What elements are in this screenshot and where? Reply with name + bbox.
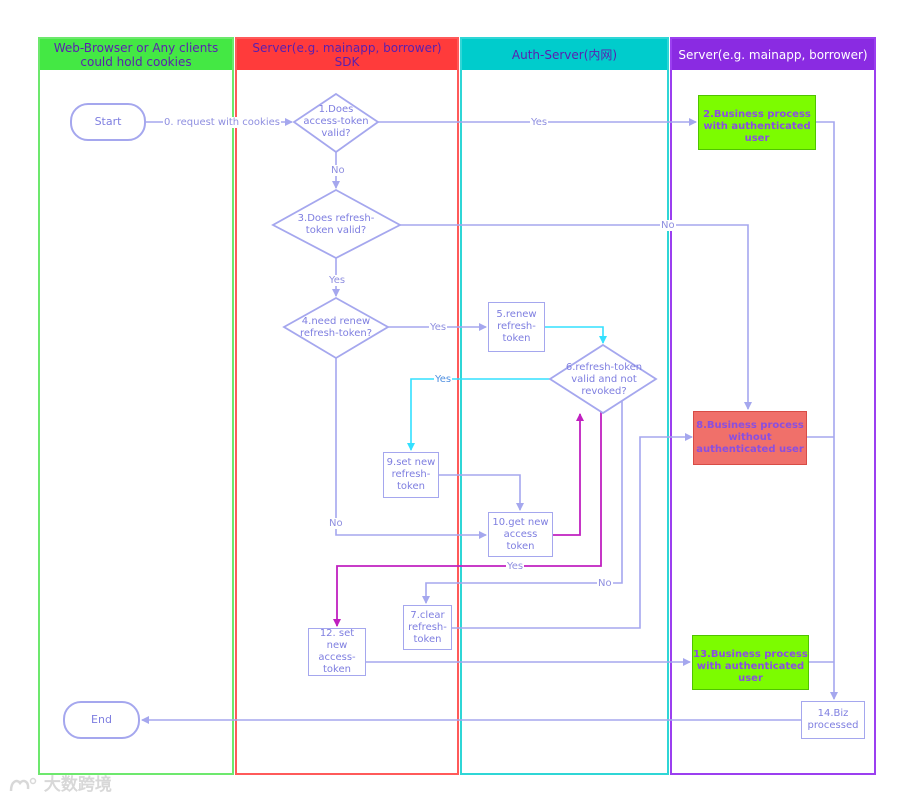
edge-p2-p14 — [816, 121, 838, 700]
edge-label-request: 0. request with cookies — [163, 117, 281, 128]
decision-d6-label: 6.refresh-token valid and not revoked? — [565, 362, 643, 397]
edge-label-no3: No — [660, 220, 676, 231]
lane-server: Server(e.g. mainapp, borrower) — [670, 37, 876, 775]
process-p10: 10.get new access token — [488, 512, 553, 557]
edge-label-yes1: Yes — [530, 117, 549, 128]
process-p2: 2.Business process with authenticated us… — [698, 95, 816, 150]
edge-label-no6: No — [597, 578, 613, 589]
edge-label-yes3: Yes — [328, 275, 347, 286]
edge-p5-d6 — [545, 326, 607, 344]
edge-label-yes10: Yes — [506, 561, 525, 572]
edge-p9-p10 — [439, 474, 524, 511]
edge-label-no4: No — [328, 518, 344, 529]
edge-yes10 — [333, 411, 602, 627]
start-node: Start — [70, 103, 146, 141]
process-p5: 5.renew refresh-token — [488, 302, 545, 352]
edge-no3 — [400, 224, 752, 410]
edge-no6 — [422, 395, 623, 604]
edge-p10-d6 — [553, 413, 584, 536]
edge-yes6 — [407, 378, 550, 451]
decision-d3-label: 3.Does refresh-token valid? — [297, 213, 375, 236]
process-p14: 14.Biz processed — [801, 701, 865, 739]
edge-p7-p8 — [452, 433, 693, 629]
edge-label-yes4: Yes — [429, 322, 448, 333]
end-node: End — [63, 701, 140, 739]
lane-sdk-header: Server(e.g. mainapp, borrower) SDK — [237, 39, 457, 70]
decision-d4-label: 4.need renew refresh-token? — [299, 316, 373, 339]
lane-auth-header: Auth-Server(内网) — [462, 39, 667, 70]
edge-no4 — [335, 358, 487, 539]
decision-d1-shape — [292, 92, 380, 154]
lane-sdk: Server(e.g. mainapp, borrower) SDK — [235, 37, 459, 775]
decision-d3-shape — [271, 188, 402, 260]
watermark-logo-icon — [9, 777, 37, 792]
process-p7: 7.clear refresh-token — [403, 605, 452, 650]
decision-d6-shape — [548, 343, 658, 415]
process-p13: 13.Business process with authenticated u… — [692, 635, 809, 690]
process-p9: 9.set new refresh-token — [383, 452, 439, 498]
edge-label-yes6: Yes — [434, 374, 453, 385]
watermark: 大数跨境 — [8, 770, 112, 795]
watermark-text: 大数跨境 — [43, 775, 112, 795]
decision-d1-label: 1.Does access-token valid? — [303, 104, 369, 139]
process-p8: 8.Business process without authenticated… — [693, 411, 807, 465]
lane-auth: Auth-Server(内网) — [460, 37, 669, 775]
lane-client: Web-Browser or Any clients could hold co… — [38, 37, 234, 775]
decision-d4-shape — [282, 296, 390, 360]
edge-label-no1: No — [330, 165, 346, 176]
lane-server-header: Server(e.g. mainapp, borrower) — [672, 39, 874, 70]
process-p12: 12. set new access-token — [308, 628, 366, 676]
lane-client-header: Web-Browser or Any clients could hold co… — [40, 39, 232, 70]
